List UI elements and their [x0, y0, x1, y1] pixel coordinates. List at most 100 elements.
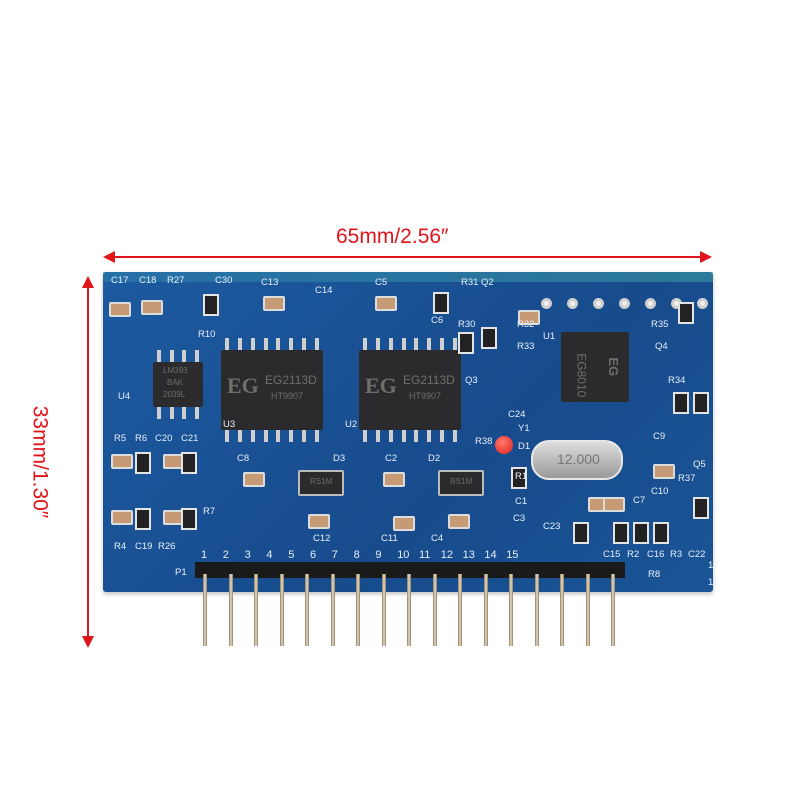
- silkscreen-label: R10: [198, 329, 216, 340]
- chip-leg: [388, 430, 393, 442]
- header-pin: [279, 574, 284, 646]
- capacitor: [448, 514, 470, 529]
- header-pin: [381, 574, 386, 646]
- crystal-y1: 12.000: [531, 440, 623, 480]
- capacitor: [518, 310, 540, 325]
- silkscreen-label: Q2: [481, 277, 494, 288]
- chip-leg: [182, 350, 187, 362]
- chip-u3: EG EG2113D HT9907: [221, 350, 323, 430]
- chip-leg: [276, 430, 281, 442]
- resistor: [203, 294, 219, 316]
- silkscreen-label: C30: [215, 275, 233, 286]
- pin-header: [195, 562, 625, 578]
- chip-u2: EG EG2113D HT9907: [359, 350, 461, 430]
- pin-number: 3: [244, 549, 251, 561]
- diode-d3-label: RS1M: [310, 477, 333, 486]
- chip-leg: [225, 430, 229, 442]
- silkscreen-label: R27: [167, 275, 185, 286]
- pin-number: 4: [266, 549, 273, 561]
- pin-number: 15: [506, 549, 519, 561]
- silkscreen-label: R34: [668, 375, 686, 386]
- header-hole: [645, 298, 656, 309]
- capacitor: [243, 472, 265, 487]
- chip-leg: [276, 338, 281, 350]
- height-label: 33mm/1.30″: [28, 405, 52, 519]
- chip-leg: [263, 430, 268, 442]
- capacitor: [308, 514, 330, 529]
- chip-leg: [363, 338, 367, 350]
- silkscreen-label: R4: [114, 541, 127, 552]
- header-hole: [697, 298, 708, 309]
- chip-leg: [414, 338, 419, 350]
- chip-leg: [453, 430, 457, 442]
- silkscreen-label: R5: [114, 433, 127, 444]
- chip-u4: LM393 BAK 2039L: [153, 362, 203, 407]
- silkscreen-label: C9: [653, 431, 666, 442]
- chip-u3-logo: EG: [227, 373, 259, 398]
- silkscreen-label: C8: [237, 453, 250, 464]
- resistor: [678, 302, 694, 324]
- resistor: [673, 392, 689, 414]
- resistor: [693, 497, 709, 519]
- silkscreen-label: C4: [431, 533, 444, 544]
- pin-number: 13: [462, 549, 475, 561]
- chip-u4-line3: 2039L: [163, 390, 186, 399]
- silkscreen-label: D1: [518, 441, 531, 452]
- chip-leg: [401, 430, 406, 442]
- capacitor: [375, 296, 397, 311]
- silkscreen-label: R37: [678, 473, 696, 484]
- silkscreen-label: C18: [139, 275, 157, 286]
- silkscreen-label: R30: [458, 319, 476, 330]
- chip-leg: [263, 338, 268, 350]
- silkscreen-label: C23: [543, 521, 561, 532]
- silkscreen-label: Q3: [465, 375, 478, 386]
- silkscreen-label: C16: [647, 549, 665, 560]
- header-hole: [593, 298, 604, 309]
- chip-leg: [157, 407, 161, 419]
- resistor: [613, 522, 629, 544]
- resistor: [135, 508, 151, 530]
- silkscreen-label: U4: [118, 391, 131, 402]
- pin-number: 1: [201, 549, 208, 561]
- capacitor: [393, 516, 415, 531]
- chip-leg: [289, 338, 294, 350]
- diode-d3: RS1M: [298, 470, 344, 496]
- resistor: [458, 332, 474, 354]
- silkscreen-label: C14: [315, 285, 333, 296]
- silkscreen-label: Q4: [655, 341, 668, 352]
- capacitor: [111, 454, 133, 469]
- header-pin: [458, 574, 462, 646]
- silkscreen-label: P1: [175, 567, 187, 578]
- chip-leg: [157, 350, 161, 362]
- silkscreen-label: C7: [633, 495, 646, 506]
- silkscreen-label: R31: [461, 277, 479, 288]
- silkscreen-label: D2: [428, 453, 441, 464]
- chip-leg: [375, 338, 380, 350]
- chip-u3-code: HT9907: [271, 391, 304, 401]
- diode-d2-label: RS1M: [450, 477, 473, 486]
- header-pin: [611, 574, 615, 646]
- silkscreen-label: R7: [203, 506, 216, 517]
- chip-leg: [237, 338, 242, 350]
- silkscreen-label: C3: [513, 513, 526, 524]
- chip-u4-line1: LM393: [163, 366, 188, 375]
- chip-leg: [388, 338, 393, 350]
- silkscreen-label: C1: [515, 496, 528, 507]
- silkscreen-label: C11: [381, 533, 398, 544]
- resistor: [511, 467, 527, 489]
- silkscreen-label: C24: [508, 409, 526, 420]
- pcb-board: LM393 BAK 2039L EG EG2113D HT9907 EG EG2…: [103, 272, 719, 592]
- resistor: [573, 522, 589, 544]
- chip-u1-logo: EG: [605, 357, 621, 377]
- chip-leg: [375, 430, 380, 442]
- silkscreen-label: R6: [135, 433, 148, 444]
- pin-number: 11: [419, 549, 431, 561]
- silkscreen-label: R38: [475, 436, 493, 447]
- silkscreen-label: U1: [543, 331, 556, 342]
- header-pin: [509, 574, 513, 646]
- chip-leg: [315, 338, 319, 350]
- header-pin: [534, 574, 539, 646]
- header-pin: [203, 574, 207, 646]
- header-pin: [356, 574, 360, 646]
- header-pin: [305, 574, 309, 646]
